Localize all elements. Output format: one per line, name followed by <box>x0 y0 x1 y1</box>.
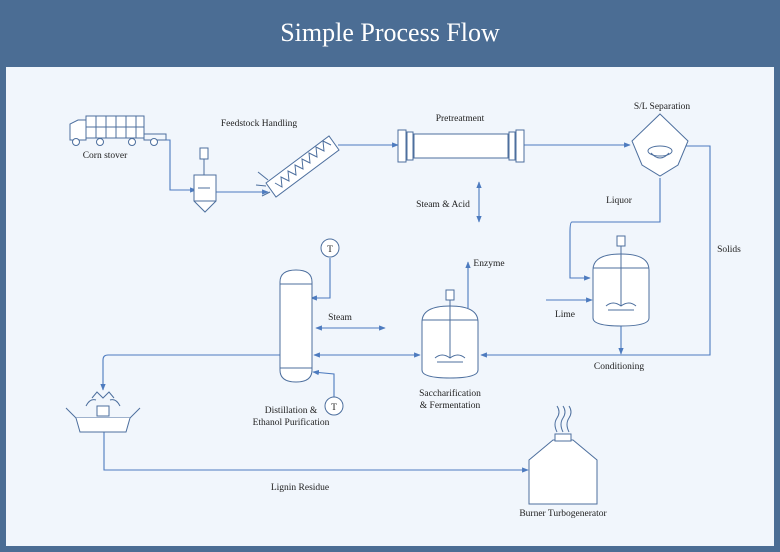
label-distillation: Distillation & <box>265 406 318 416</box>
label-enzyme: Enzyme <box>473 259 504 269</box>
flow-temp-bottom <box>312 369 335 398</box>
flow-lignin-to-burner <box>103 430 529 473</box>
labels: Corn stover Feedstock Handling Pretreatm… <box>83 102 741 519</box>
distillation-column-icon <box>279 269 313 383</box>
flow-temp-top <box>310 258 331 301</box>
label-steam-acid: Steam & Acid <box>416 200 470 210</box>
label-steam: Steam <box>328 313 352 323</box>
label-lime: Lime <box>555 310 575 320</box>
label-lignin-residue: Lignin Residue <box>271 483 329 493</box>
flow-truck-to-mixer <box>166 139 197 193</box>
truck-icon <box>69 115 167 146</box>
flow-liquor <box>569 178 661 281</box>
mixer-hopper-icon <box>193 147 217 213</box>
temperature-sensor-bottom-label: T <box>331 403 337 413</box>
header-bar: Simple Process Flow <box>0 0 780 66</box>
label-saccharification: Saccharification <box>419 388 481 399</box>
fermenter-tank-icon <box>421 289 479 379</box>
label-fermentation: & Fermentation <box>420 401 481 411</box>
flow-solids <box>480 145 711 358</box>
flow-column-to-lignin <box>100 354 280 391</box>
flow-lines <box>100 139 711 473</box>
label-ethanol-purification: Ethanol Purification <box>253 417 330 428</box>
label-sl-separation: S/L Separation <box>634 102 691 112</box>
label-solids: Solids <box>717 245 741 255</box>
screw-conveyor-icon <box>255 135 340 198</box>
temperature-sensor-top-label: T <box>327 245 333 255</box>
pretreatment-reactor-icon <box>397 129 525 163</box>
label-corn-stover: Corn stover <box>83 151 128 161</box>
burner-turbogenerator-icon <box>528 405 598 505</box>
label-feedstock-handling: Feedstock Handling <box>221 119 298 129</box>
lignin-basin-icon <box>65 391 141 433</box>
label-pretreatment: Pretreatment <box>436 114 485 124</box>
label-liquor: Liquor <box>606 196 633 206</box>
label-burner-turbogenerator: Burner Turbogenerator <box>519 509 607 519</box>
diagram-title: Simple Process Flow <box>280 18 500 47</box>
conditioning-tank-icon <box>592 235 650 327</box>
separator-icon <box>631 113 689 177</box>
temperature-sensor-bottom: T <box>324 396 344 416</box>
label-conditioning: Conditioning <box>594 362 644 372</box>
temperature-sensor-top: T <box>320 238 340 258</box>
